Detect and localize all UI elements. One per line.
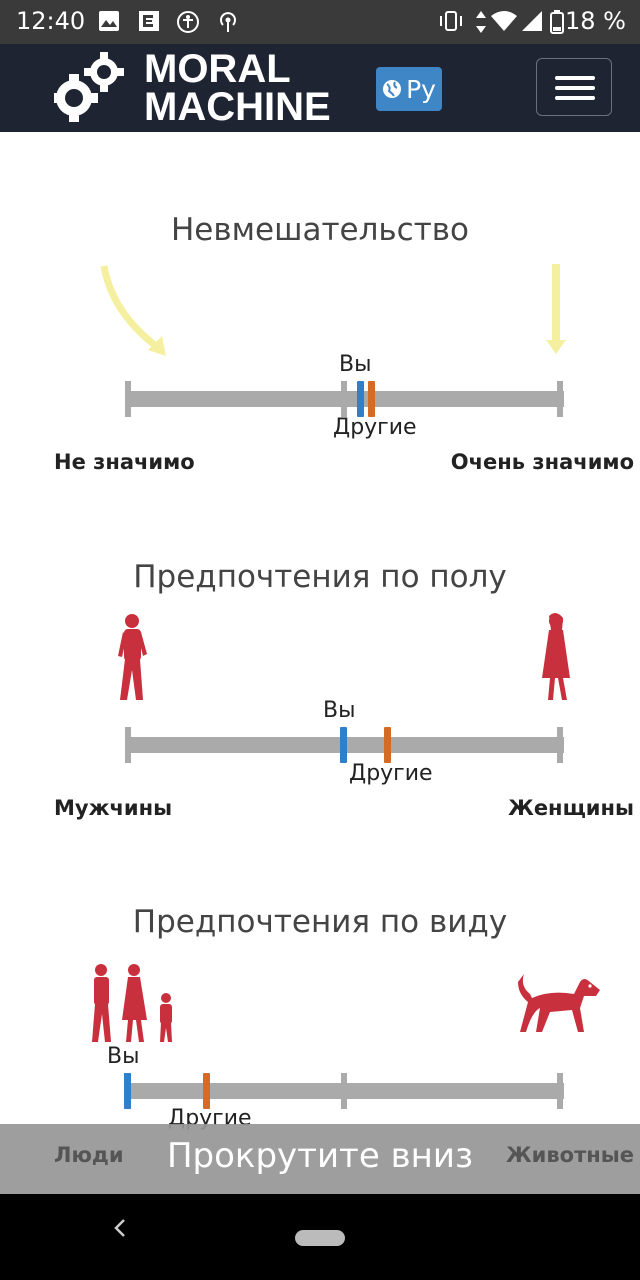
curved-arrow-icon	[100, 265, 166, 356]
section-title: Предпочтения по виду	[132, 904, 508, 940]
others-label: Другие	[333, 415, 417, 440]
battery-percent: 18 %	[565, 7, 626, 35]
hamburger-line	[555, 76, 595, 80]
others-marker	[368, 381, 375, 417]
section-title: Невмешательство	[170, 212, 470, 248]
signal-icon	[522, 11, 542, 31]
logo-gears-icon[interactable]	[54, 46, 124, 130]
man-icon	[118, 614, 147, 700]
you-label: Вы	[107, 1044, 140, 1069]
battery-icon	[550, 10, 564, 34]
scroll-down-bar[interactable]: Прокрутите вниз	[0, 1124, 640, 1194]
woman-icon	[542, 612, 570, 700]
language-button[interactable]: Ру	[376, 67, 442, 111]
data-arrows-icon	[476, 11, 486, 33]
scale-right-label: Животные	[505, 1143, 634, 1167]
you-label: Вы	[323, 698, 356, 723]
scroll-down-label: Прокрутите вниз	[166, 1136, 474, 1176]
home-pill[interactable]	[295, 1230, 345, 1246]
hamburger-line	[555, 86, 595, 90]
status-bar: 12:40 18 %	[0, 0, 640, 44]
brand-line-2: MACHINE	[144, 85, 331, 129]
gallery-icon	[99, 11, 119, 31]
scale-right-label: Очень значимо	[450, 450, 634, 474]
back-icon[interactable]	[112, 1216, 128, 1240]
globe-icon	[383, 80, 402, 98]
scale-left-label: Люди	[54, 1143, 124, 1167]
language-label: Ру	[406, 74, 436, 104]
others-label: Другие	[349, 761, 433, 786]
hotspot-icon	[220, 12, 236, 32]
hamburger-line	[555, 96, 595, 100]
scale-tick-right	[557, 381, 563, 417]
brand-line-1: MORAL	[144, 47, 291, 91]
accessibility-icon	[177, 11, 199, 33]
scale-tick-right	[557, 1073, 563, 1109]
you-marker	[340, 727, 347, 763]
scale-tick-left	[125, 381, 131, 417]
straight-arrow-icon	[546, 264, 566, 354]
scale-left-label: Мужчины	[54, 796, 173, 820]
system-nav-bar	[0, 1194, 640, 1280]
you-label: Вы	[339, 352, 372, 377]
wifi-icon	[491, 11, 517, 31]
others-marker	[384, 727, 391, 763]
scale-tick-left	[125, 727, 131, 763]
scale-tick-mid	[341, 1073, 347, 1109]
news-icon	[139, 11, 159, 31]
dog-icon	[518, 974, 600, 1032]
scale-tick-right	[557, 727, 563, 763]
section-title: Предпочтения по полу	[133, 559, 507, 595]
people-group-icon	[92, 964, 172, 1042]
vibrate-icon	[440, 11, 462, 31]
menu-button[interactable]	[536, 58, 612, 116]
you-marker	[357, 381, 364, 417]
others-marker	[203, 1073, 210, 1109]
you-marker	[124, 1073, 131, 1109]
brand-title[interactable]: MORAL MACHINE	[144, 47, 331, 129]
scale-left-label: Не значимо	[54, 450, 195, 474]
status-time: 12:40	[16, 7, 86, 35]
scale-tick-mid	[341, 381, 347, 417]
scale-right-label: Женщины	[508, 796, 634, 820]
